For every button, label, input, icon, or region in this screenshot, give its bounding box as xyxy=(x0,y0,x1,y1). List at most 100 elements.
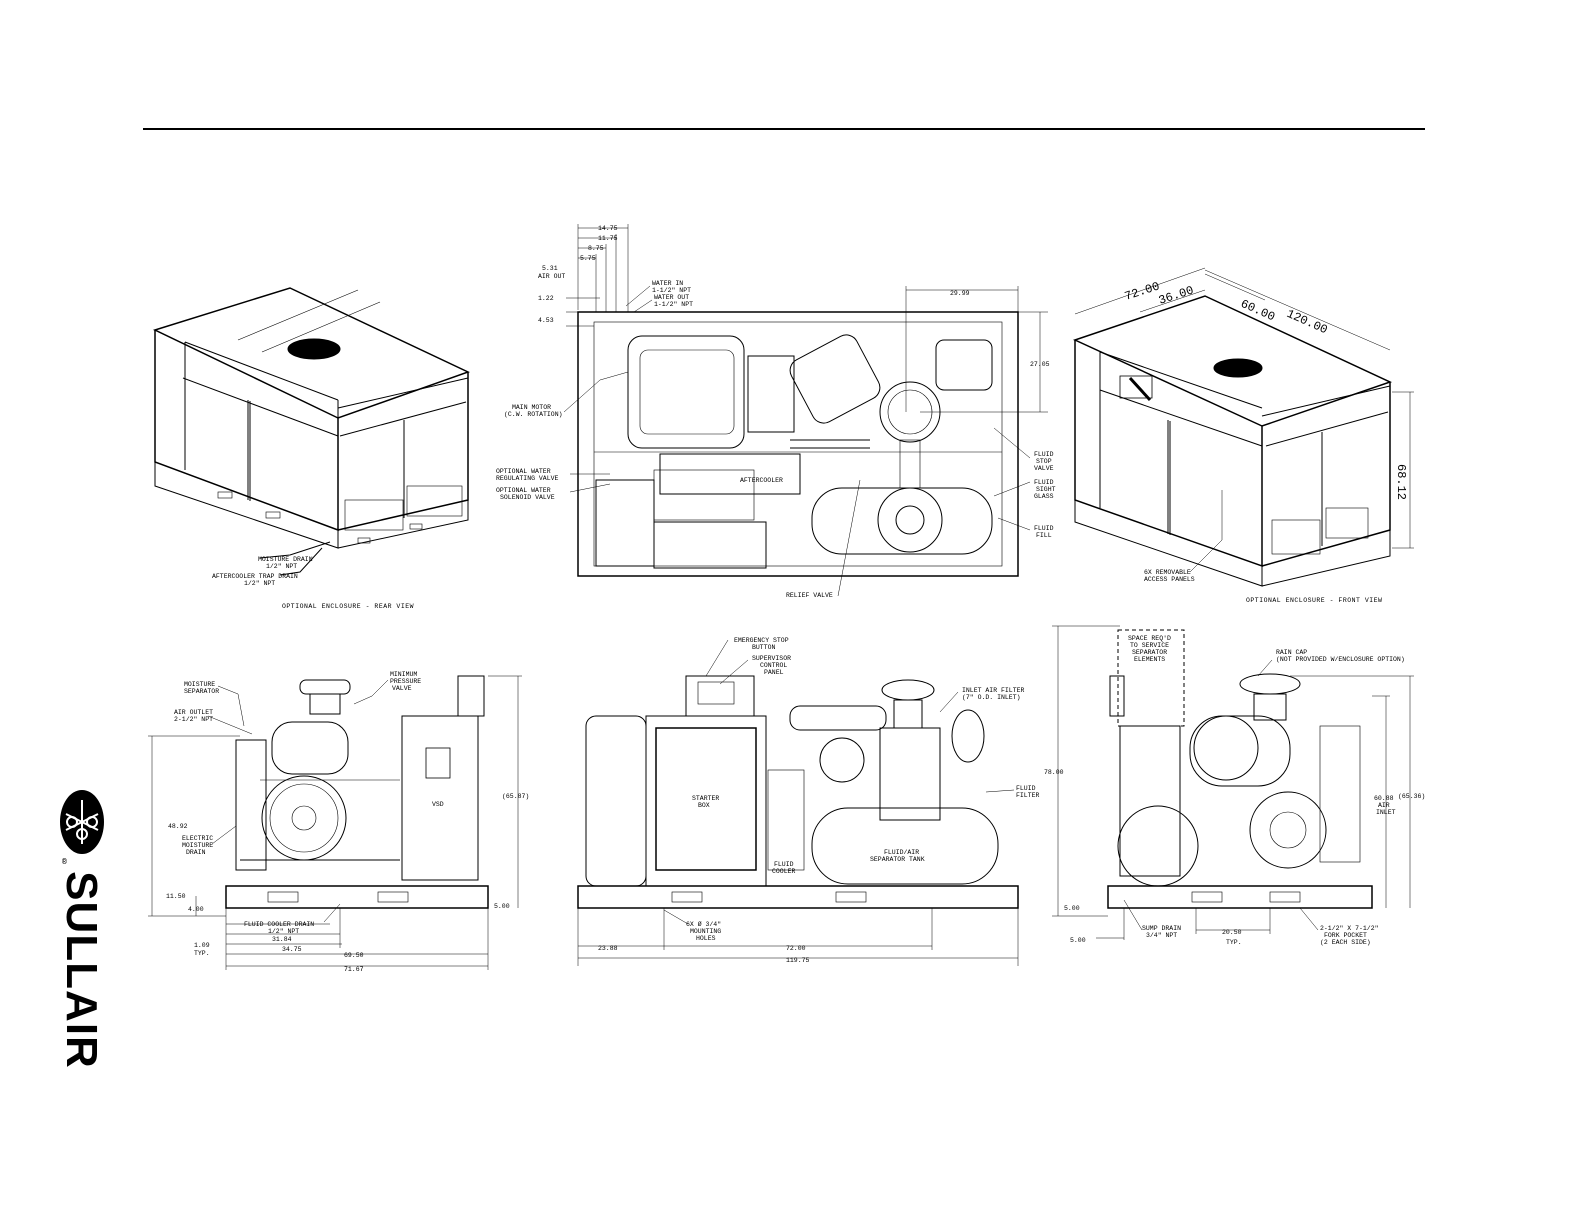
label-air-out: AIR OUT xyxy=(538,273,565,280)
label-moisture-sep-1: MOISTURE xyxy=(184,681,215,688)
label-space-2: TO SERVICE xyxy=(1130,642,1169,649)
dim-78-00: 78.00 xyxy=(1044,769,1064,776)
label-water-out-2: 1-1/2" NPT xyxy=(654,301,693,308)
label-main-motor-1: MAIN MOTOR xyxy=(512,404,551,411)
dim-119-75: 119.75 xyxy=(786,957,810,964)
dim-31-84: 31.84 xyxy=(272,936,292,943)
label-mounting-3: HOLES xyxy=(696,935,716,942)
dim-65-36: (65.36) xyxy=(1398,793,1425,800)
dim-1-09: 1.09 xyxy=(194,942,210,949)
label-typ-left: TYP. xyxy=(194,950,210,957)
label-starter-1: STARTER xyxy=(692,795,719,802)
label-panels-2: ACCESS PANELS xyxy=(1144,576,1195,583)
label-main-motor-2: (C.W. ROTATION) xyxy=(504,411,563,418)
label-fluid-filter-2: FILTER xyxy=(1016,792,1040,799)
right-elevation-view xyxy=(1052,625,1414,940)
left-elevation-view xyxy=(148,675,522,970)
label-sight-glass-3: GLASS xyxy=(1034,493,1054,500)
dim-11-75: 11.75 xyxy=(598,235,618,242)
front-view-caption: OPTIONAL ENCLOSURE - FRONT VIEW xyxy=(1246,597,1382,604)
label-typ-right: TYP. xyxy=(1226,939,1242,946)
label-space-3: SEPARATOR xyxy=(1132,649,1167,656)
label-air-inlet-2: INLET xyxy=(1376,809,1396,816)
label-fork-2: FORK POCKET xyxy=(1324,932,1367,939)
label-mounting-2: MOUNTING xyxy=(690,928,721,935)
label-aftercooler: AFTERCOOLER xyxy=(740,477,783,484)
dim-36: 36.00 xyxy=(1157,283,1196,307)
brand-name: SULLAIR xyxy=(57,871,106,1069)
rear-iso-view xyxy=(152,287,470,576)
label-sump-1: SUMP DRAIN xyxy=(1142,925,1181,932)
label-electric-drain-1: ELECTRIC xyxy=(182,835,213,842)
dim-14-75: 14.75 xyxy=(598,225,618,232)
label-space-4: ELEMENTS xyxy=(1134,656,1165,663)
front-iso-view xyxy=(1072,267,1414,587)
label-cooler-drain-2: 1/2" NPT xyxy=(268,928,299,935)
dim-71-67: 71.67 xyxy=(344,966,364,973)
header-rule xyxy=(143,128,1425,130)
label-moisture-drain-1: MOISTURE DRAIN xyxy=(258,556,313,563)
label-supervisor-3: PANEL xyxy=(764,669,784,676)
svg-text:®: ® xyxy=(62,858,67,867)
label-supervisor-1: SUPERVISOR xyxy=(752,655,791,662)
dim-68-12: 68.12 xyxy=(1394,464,1408,500)
label-sight-glass-1: FLUID xyxy=(1034,479,1054,486)
label-fork-3: (2 EACH SIDE) xyxy=(1320,939,1371,946)
label-stop-valve-1: FLUID xyxy=(1034,451,1054,458)
label-inlet-filter-2: (7" O.D. INLET) xyxy=(962,694,1021,701)
dim-60-88: 60.88 xyxy=(1374,795,1394,802)
dim-5-31: 5.31 xyxy=(542,265,558,272)
label-moisture-drain-2: 1/2" NPT xyxy=(266,563,297,570)
label-reg-valve-1: OPTIONAL WATER xyxy=(496,468,551,475)
label-water-out-1: WATER OUT xyxy=(654,294,689,301)
label-sol-valve-2: SOLENOID VALVE xyxy=(500,494,555,501)
dim-20-50: 20.50 xyxy=(1222,929,1242,936)
label-rain-cap-2: (NOT PROVIDED W/ENCLOSURE OPTION) xyxy=(1276,656,1405,663)
sullair-logo-icon: ® xyxy=(60,790,104,867)
label-panels-1: 6X REMOVABLE xyxy=(1144,569,1191,576)
label-relief-valve: RELIEF VALVE xyxy=(786,592,833,599)
label-water-in-1: WATER IN xyxy=(652,280,683,287)
label-starter-2: BOX xyxy=(698,802,710,809)
label-estop-1: EMERGENCY STOP xyxy=(734,637,789,644)
label-air-outlet-2: 2-1/2" NPT xyxy=(174,716,213,723)
dim-69-50: 69.50 xyxy=(344,952,364,959)
label-fluid-fill-1: FLUID xyxy=(1034,525,1054,532)
dim-5-00-left: 5.00 xyxy=(494,903,510,910)
label-aftercooler-trap-1: AFTERCOOLER TRAP DRAIN xyxy=(212,573,298,580)
dim-11-50: 11.50 xyxy=(166,893,186,900)
label-aftercooler-trap-2: 1/2" NPT xyxy=(244,580,275,587)
label-fluid-fill-2: FILL xyxy=(1036,532,1052,539)
label-fluid-cooler-2: COOLER xyxy=(772,868,796,875)
label-stop-valve-3: VALVE xyxy=(1034,465,1054,472)
label-fluid-cooler-1: FLUID xyxy=(774,861,794,868)
dim-72: 72.00 xyxy=(1123,279,1162,303)
label-electric-drain-3: DRAIN xyxy=(186,849,206,856)
rear-view-caption: OPTIONAL ENCLOSURE - REAR VIEW xyxy=(282,603,414,610)
label-min-pressure-1: MINIMUM xyxy=(390,671,417,678)
dim-5-00-right-b: 5.00 xyxy=(1070,937,1086,944)
dim-23-88: 23.88 xyxy=(598,945,618,952)
label-space-1: SPACE REQ'D xyxy=(1128,635,1171,642)
dim-29-99: 29.99 xyxy=(950,290,970,297)
label-estop-2: BUTTON xyxy=(752,644,776,651)
label-sep-tank-1: FLUID/AIR xyxy=(884,849,919,856)
label-electric-drain-2: MOISTURE xyxy=(182,842,213,849)
dim-8-75: 8.75 xyxy=(588,245,604,252)
label-inlet-filter-1: INLET AIR FILTER xyxy=(962,687,1025,694)
dim-27-05: 27.05 xyxy=(1030,361,1050,368)
dim-65-87: (65.87) xyxy=(502,793,529,800)
label-rain-cap-1: RAIN CAP xyxy=(1276,649,1307,656)
dim-1-22: 1.22 xyxy=(538,295,554,302)
label-moisture-sep-2: SEPARATOR xyxy=(184,688,219,695)
label-fork-1: 2-1/2" X 7-1/2" xyxy=(1320,925,1379,932)
dim-48-92: 48.92 xyxy=(168,823,188,830)
label-sol-valve-1: OPTIONAL WATER xyxy=(496,487,551,494)
label-sump-2: 3/4" NPT xyxy=(1146,932,1177,939)
label-air-inlet-1: AIR xyxy=(1378,802,1390,809)
dim-5-75: 5.75 xyxy=(580,255,596,262)
label-vsd: VSD xyxy=(432,801,444,808)
sullair-wordmark: SULLAIR xyxy=(57,870,106,1070)
center-elevation-view xyxy=(577,639,1019,966)
dim-34-75: 34.75 xyxy=(282,946,302,953)
